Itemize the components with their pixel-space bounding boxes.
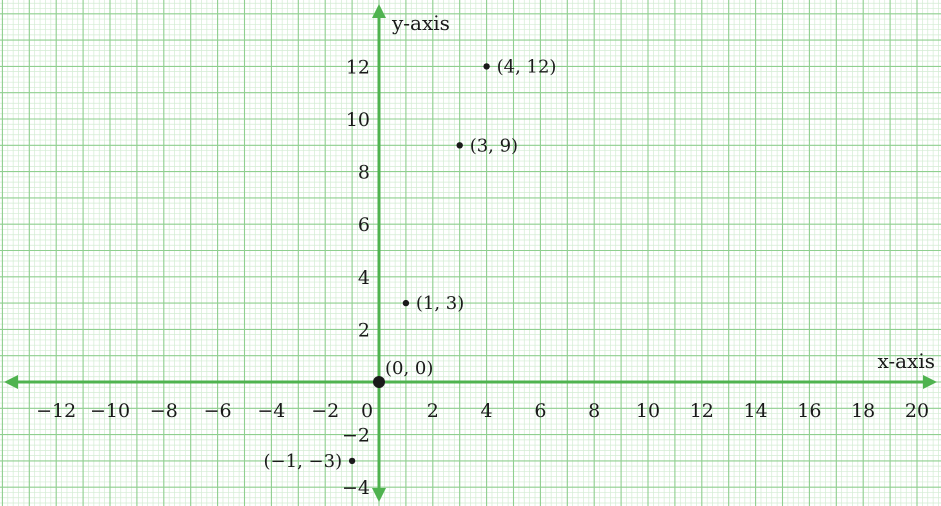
- point-label: (0, 0): [385, 358, 433, 379]
- x-tick-label: −6: [204, 400, 232, 422]
- point-label: (3, 9): [470, 135, 518, 156]
- x-tick-label: 16: [797, 400, 821, 422]
- y-tick-label: 10: [346, 109, 370, 131]
- x-tick-label: −4: [257, 400, 285, 422]
- data-point: [402, 299, 410, 307]
- y-axis-title: y-axis: [391, 11, 450, 35]
- x-tick-label: −10: [90, 400, 130, 422]
- y-tick-label: −4: [342, 477, 370, 499]
- x-tick-label: 18: [851, 400, 875, 422]
- x-axis-title: x-axis: [877, 349, 935, 373]
- y-tick-label: −2: [342, 425, 370, 447]
- y-tick-label: 12: [346, 56, 370, 78]
- x-tick-label: −8: [150, 400, 178, 422]
- x-tick-label: 10: [636, 400, 660, 422]
- y-tick-label: 6: [358, 214, 370, 236]
- y-tick-label: 2: [358, 319, 370, 341]
- tick-labels: −12 −10 −8 −6 −4 −2 0 2 4 6 8 10 12 14 16 18 20 12 10 8 6 4 2 −…: [36, 56, 929, 499]
- point-label: (−1, −3): [264, 451, 343, 472]
- axes: [4, 4, 937, 502]
- x-axis-left-arrow: [4, 375, 18, 389]
- x-tick-label: 20: [905, 400, 929, 422]
- y-axis-bottom-arrow: [372, 488, 386, 502]
- data-point: [348, 457, 356, 465]
- y-axis-top-arrow: [372, 4, 386, 18]
- x-tick-label: 6: [534, 400, 546, 422]
- data-point: [456, 142, 463, 149]
- x-tick-label: −12: [36, 400, 76, 422]
- x-tick-label: 12: [690, 400, 714, 422]
- y-tick-label: 4: [358, 267, 370, 289]
- x-tick-label: 4: [481, 400, 493, 422]
- data-points: (4, 12) (3, 9) (1, 3) (0, 0) (−1, −3): [264, 56, 557, 472]
- point-label: (1, 3): [416, 293, 464, 314]
- x-axis-right-arrow: [923, 375, 937, 389]
- x-tick-label: 14: [744, 400, 768, 422]
- x-tick-label: −2: [311, 400, 339, 422]
- x-tick-label: 0: [361, 400, 373, 422]
- point-label: (4, 12): [497, 56, 557, 77]
- y-tick-label: 8: [358, 162, 370, 184]
- x-tick-label: 2: [427, 400, 439, 422]
- data-point: [483, 63, 490, 70]
- data-point: [373, 376, 385, 388]
- x-tick-label: 8: [588, 400, 600, 422]
